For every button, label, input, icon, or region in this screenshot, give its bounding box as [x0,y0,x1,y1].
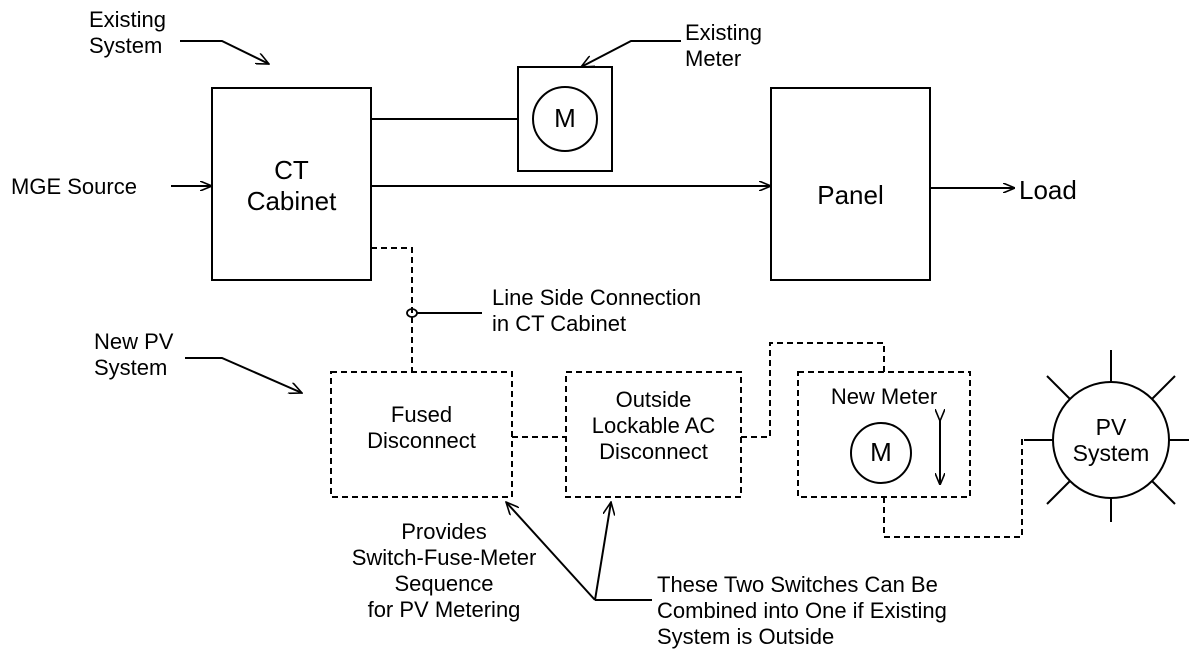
existing-meter-symbol: M [554,103,576,133]
combine-switches-note: These Two Switches Can Be Combined into … [657,572,947,649]
panel-box [770,87,931,281]
ct-cabinet-box [211,87,372,281]
new-pv-system-label: New PV System [94,329,174,380]
existing-meter-label: Existing Meter [685,20,763,71]
existing-meter-symbol-circle [532,86,598,152]
panel-label: Panel [817,180,884,210]
new-meter-symbol-circle [850,422,912,484]
new-pv-system-pointer [185,357,302,393]
new-meter-symbol: M [870,437,892,467]
existing-system-pointer [180,40,269,65]
meter-to-pv-dashed [883,439,1053,538]
pv-system-label: PV System [1072,414,1150,466]
line-side-connection-label: Line Side Connection in CT Cabinet [492,285,702,336]
outside-to-meter-dashed [741,342,885,438]
provides-sequence-note: Provides Switch-Fuse-Meter Sequence for … [351,519,537,622]
note-to-fused-arrow [506,502,596,601]
existing-system-label: Existing System [89,7,167,58]
existing-meter-pointer [581,40,681,68]
fused-disconnect-label: Fused Disconnect [367,402,476,453]
ct-cabinet-label: CT Cabinet [246,155,337,216]
ct-to-fused-dashed-line [371,247,413,372]
new-meter-label: New Meter [830,384,938,409]
fused-disconnect-box [330,371,513,498]
note-to-outside-arrow [594,502,611,601]
outside-ac-disconnect-label: Outside Lockable AC Disconnect [591,387,716,464]
mge-source-label: MGE Source [11,174,137,199]
load-label: Load [1019,175,1077,205]
